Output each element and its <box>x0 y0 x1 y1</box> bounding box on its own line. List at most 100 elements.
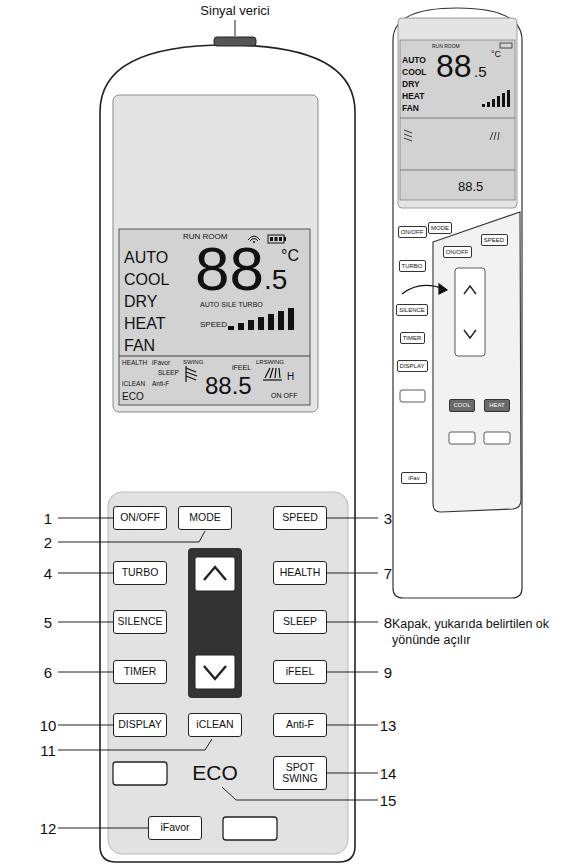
button-text: TIMER <box>403 335 422 341</box>
blank-button <box>223 817 277 840</box>
speed-bars <box>278 311 284 330</box>
small-lcd-icons <box>507 90 510 107</box>
remote-button: iFavor <box>148 816 202 840</box>
callout-number: 15 <box>380 793 397 808</box>
swing-icons <box>270 368 273 378</box>
lcd-icons <box>279 237 282 241</box>
callout-number: 8 <box>384 615 392 630</box>
button-text: ON/OFF <box>120 512 160 523</box>
cover-flap <box>455 268 485 356</box>
lcd-text: ECO <box>122 392 144 402</box>
lcd-text: iFavor <box>152 360 170 367</box>
blank-button <box>113 762 167 785</box>
callout-number: 3 <box>384 511 392 526</box>
small-lcd-icons <box>492 99 495 107</box>
small-remote-button: SPEED <box>481 234 508 246</box>
cover-flap <box>433 212 521 512</box>
remote-button: MODE <box>178 506 232 530</box>
lcd-text: Anti-F <box>152 381 169 388</box>
lcd-text: FAN <box>402 104 419 113</box>
lcd-text: H <box>287 372 294 382</box>
small-remote-body <box>393 8 522 598</box>
small-remote-body <box>400 118 515 119</box>
speed-bars <box>258 317 264 330</box>
button-text: SILENCE <box>118 616 163 627</box>
small-remote-button: ON/OFF <box>443 246 472 258</box>
button-text: ON/OFF <box>401 229 424 235</box>
callout-number: 10 <box>40 718 57 733</box>
remote-button: HEALTH <box>273 561 327 585</box>
cover-flap <box>464 286 476 294</box>
lcd-text: LRSWING <box>256 359 284 365</box>
callout-number: 6 <box>44 665 52 680</box>
leader-line <box>58 518 378 828</box>
small-remote-button: HEAT <box>484 399 510 412</box>
lcd-text: 88 <box>436 50 472 82</box>
lcd-icons <box>284 237 286 241</box>
speed-bars <box>228 308 294 330</box>
lcd-icons <box>275 237 278 241</box>
opening-arrow <box>402 285 444 294</box>
lcd-text: HEAT <box>402 92 425 101</box>
lcd-text: SPEED <box>200 321 227 329</box>
swing-icons <box>185 366 186 382</box>
cover-flap <box>464 330 476 338</box>
callout-number: 11 <box>40 743 56 758</box>
button-text: HEALTH <box>280 567 321 578</box>
lcd-text: HEALTH <box>122 360 147 367</box>
button-text: ECO <box>192 762 238 784</box>
button-text: DISPLAY <box>118 719 162 730</box>
small-remote-button: SILENCE <box>396 304 428 316</box>
small-remote-button: MODE <box>428 222 452 234</box>
button-text: iFav <box>408 475 419 481</box>
lcd-text: HEAT <box>124 316 165 332</box>
speed-bars <box>238 323 244 330</box>
leader-line <box>58 739 212 750</box>
lcd-text: 88.5 <box>458 180 483 193</box>
remote-button: SPOT SWING <box>273 756 327 790</box>
leader-line <box>58 531 205 542</box>
signal-transmitter <box>214 37 256 46</box>
callout-number: 13 <box>380 718 397 733</box>
arrow-pad <box>195 655 235 689</box>
lcd-text: .5 <box>264 266 287 294</box>
small-remote-body <box>400 170 515 171</box>
button-text: DISPLAY <box>400 363 425 369</box>
small-remote-button: TURBO <box>399 260 426 272</box>
lcd-text: DRY <box>124 294 158 310</box>
lcd-text: SWING <box>183 359 203 365</box>
small-remote-button: COOL <box>449 399 475 412</box>
callout-number: 1 <box>44 511 52 526</box>
opening-arrow <box>439 284 447 294</box>
button-text: TURBO <box>402 263 423 269</box>
small-remote-body <box>398 18 517 208</box>
remote-button: SILENCE <box>113 610 167 634</box>
remote-body <box>100 45 355 862</box>
lcd-text: iCLEAN <box>122 381 145 388</box>
cover-flap <box>449 432 475 444</box>
button-text: SPEED <box>484 237 504 243</box>
callout-number: 12 <box>40 821 57 836</box>
lcd-text: °C <box>281 248 299 264</box>
button-text: COOL <box>453 402 470 408</box>
remote-button: iFEEL <box>273 660 327 684</box>
button-text: MODE <box>189 512 221 523</box>
small-remote-body <box>400 40 515 200</box>
signal-transmitter <box>214 20 256 46</box>
lcd-text: AUTO SILE TURBO <box>200 301 263 308</box>
lcd-text: AUTO <box>402 56 426 65</box>
swing-icons <box>265 368 270 378</box>
small-remote-button: ON/OFF <box>398 226 427 238</box>
lcd-text: 88 <box>195 238 264 300</box>
swing-icons <box>279 368 280 378</box>
small-remote-button: TIMER <box>400 332 425 344</box>
arrow-pad <box>188 548 242 698</box>
remote-button: DISPLAY <box>113 713 167 737</box>
remote-button: iCLEAN <box>188 713 242 737</box>
lcd-text: AUTO <box>124 250 168 266</box>
arrow-pad <box>188 548 242 698</box>
remote-button: TURBO <box>113 561 167 585</box>
speed-bars <box>288 308 294 330</box>
